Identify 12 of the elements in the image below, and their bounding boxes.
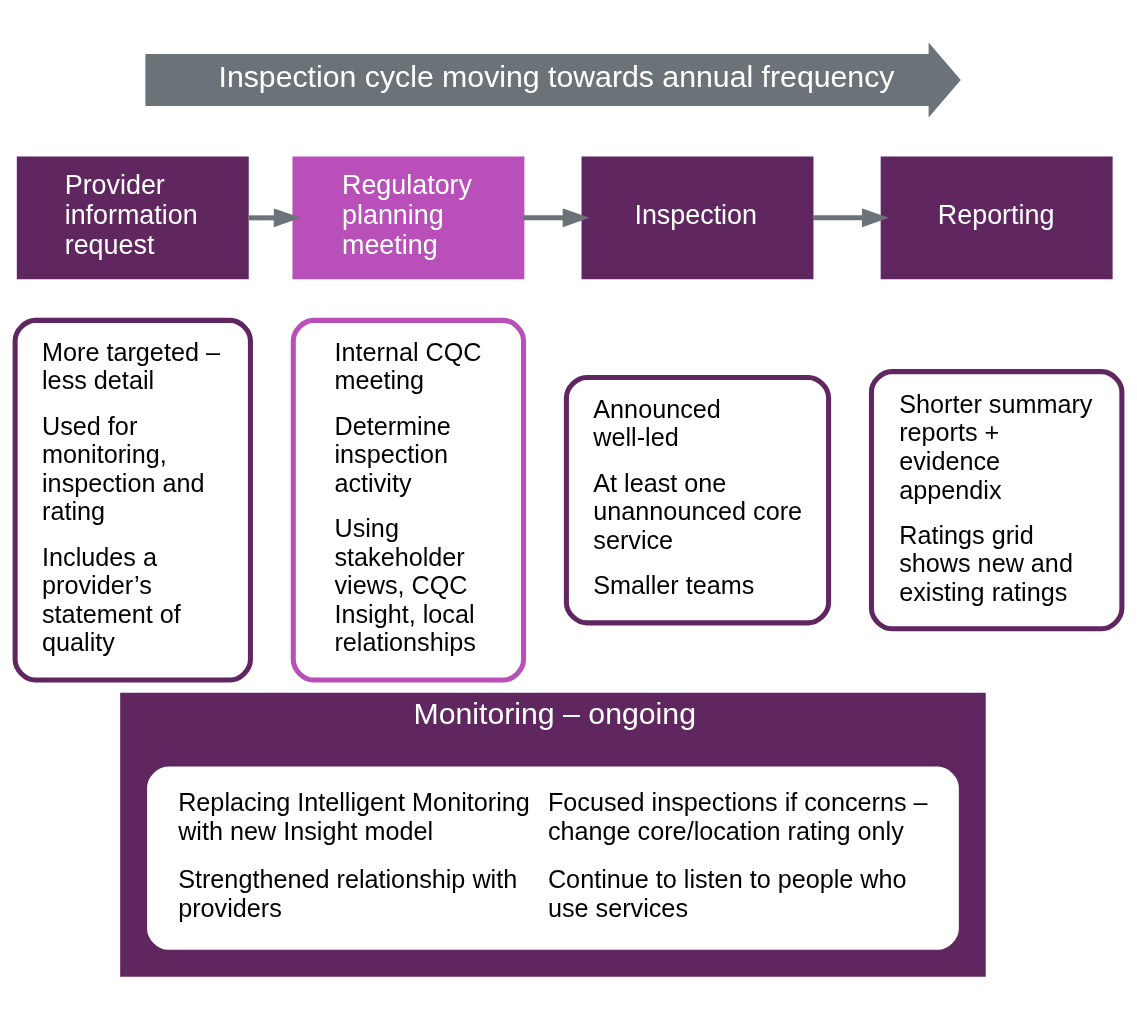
node-box: Internal CQC meeting Determine inspection activity Using stakeholder views, CQC Insight, local relationships	[290, 317, 527, 683]
arrow	[813, 207, 889, 227]
node-box: Shorter summary reports + evidence appendix Ratings grid shows new and existing ratings	[868, 368, 1125, 631]
node-box: More targeted – less detail Used for monitoring, inspection and rating Includes a provider’s statement of quality	[12, 317, 253, 683]
node-box: Provider information request	[16, 156, 249, 279]
node-box: Regulatory planning meeting	[292, 156, 525, 279]
arrow	[248, 207, 301, 227]
node-box: Replacing Intelligent Monitoring with new Insight model Focused inspections if concerns – change core/location rating only Strengthened relationship with providers Continue to listen to people who use services	[147, 766, 959, 950]
node-box: Inspection	[581, 156, 814, 279]
arrow	[523, 207, 590, 227]
node-box: Announced well-led At least one unannounced core service Smaller teams	[563, 374, 832, 625]
node-box: Reporting	[880, 156, 1113, 279]
